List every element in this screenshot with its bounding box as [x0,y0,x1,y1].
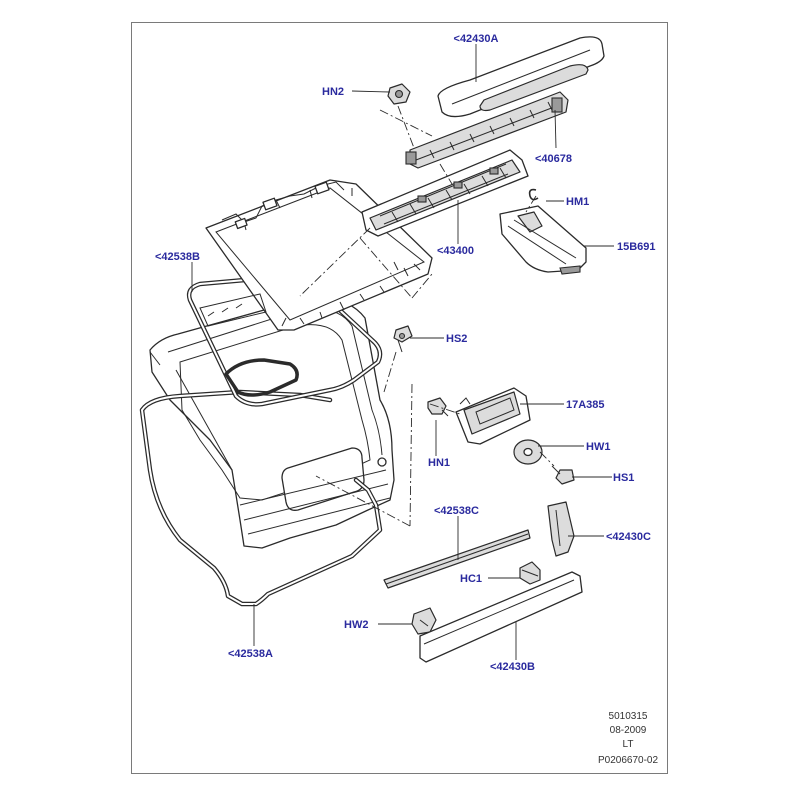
callout-42538A: <42538A [228,648,273,660]
leader-lines [191,44,614,660]
footer-block: 5010315 08-2009 LT P0206670-02 [598,711,658,766]
nut-HN2 [387,83,411,105]
bracket-42430C [547,501,575,557]
callout-HM1: HM1 [566,196,589,208]
panel-43400 [361,149,529,237]
callout-43400: <43400 [437,245,474,257]
callout-HN1: HN1 [428,457,450,469]
callout-HW2: HW2 [344,619,368,631]
callout-17A385: 17A385 [566,399,605,411]
callout-15B691: 15B691 [617,241,656,253]
spoiler-42430A [437,36,605,118]
tailgate-body [149,297,395,549]
callout-42538C: <42538C [434,505,479,517]
footer-ref: P0206670-02 [598,755,658,766]
callout-42430C: <42430C [606,531,651,543]
footer-code: 5010315 [609,711,648,722]
trim-42430B [419,571,583,663]
clip-HC1 [519,561,541,585]
callout-HW1: HW1 [586,441,610,453]
assembly-lines [299,105,555,527]
footer-date: 08-2009 [610,725,647,736]
callout-HS1: HS1 [613,472,634,484]
callout-42538B: <42538B [155,251,200,263]
screw-HS1 [551,465,575,485]
bolt-HS2 [393,325,413,353]
callout-HC1: HC1 [460,573,482,585]
clip-HM1 [528,188,539,201]
callout-HN2: HN2 [322,86,344,98]
callout-42430B: <42430B [490,661,535,673]
glass-seal [186,273,383,407]
footer-region: LT [623,739,634,750]
callout-40678: <40678 [535,153,572,165]
plate-17A385 [455,387,531,445]
callout-42430A: <42430A [454,33,499,45]
tailgate-seal-outer [139,389,383,607]
lamp-15B691 [499,205,587,275]
trim-42538C [383,529,531,589]
washer-HW1 [513,439,543,465]
trim-40678 [405,91,569,169]
callout-HS2: HS2 [446,333,467,345]
callouts: <42430A HN2 <40678 HM1 <43400 15B691 <42… [155,33,656,673]
